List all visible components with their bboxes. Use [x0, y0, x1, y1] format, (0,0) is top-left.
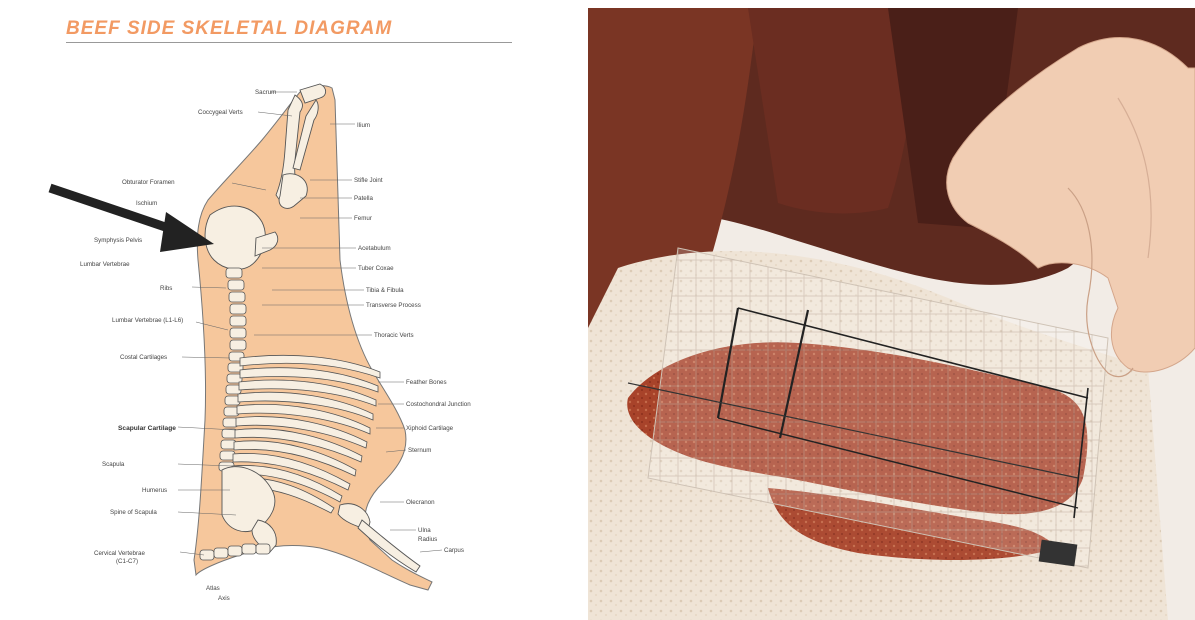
label-costochondral: Costochondral Junction	[406, 401, 471, 408]
label-ilium: Ilium	[357, 122, 370, 129]
skeleton-diagram: Sacrum Coccygeal Verts Ilium Obturator F…	[0, 0, 580, 620]
label-sternum: Sternum	[408, 447, 431, 454]
label-lumbar-spinous: Lumbar Vertebrae	[80, 261, 130, 268]
label-symphysis: Symphysis Pelvis	[94, 237, 142, 244]
label-ischium: Ischium	[136, 200, 157, 207]
label-c1: (C1-C7)	[116, 558, 138, 565]
label-scapula: Scapula	[102, 461, 125, 468]
label-axis: Axis	[218, 595, 230, 602]
label-patella: Patella	[354, 195, 373, 202]
label-radius: Radius	[418, 536, 437, 543]
label-carpus: Carpus	[444, 547, 464, 554]
label-ulna: Ulna	[418, 527, 431, 534]
label-olecranon: Olecranon	[406, 499, 435, 506]
label-stifle: Stifle Joint	[354, 177, 383, 184]
label-obturator: Obturator Foramen	[122, 179, 175, 186]
label-spine-scapula: Spine of Scapula	[110, 509, 157, 516]
label-scapular-cartilage: Scapular Cartilage	[118, 425, 176, 432]
ribeye-photo-art	[588, 8, 1195, 620]
label-tibia: Tibia & Fibula	[366, 287, 404, 294]
ribeye-photo	[588, 8, 1195, 620]
label-ribs: Ribs	[160, 285, 172, 292]
label-atlas: Atlas	[206, 585, 220, 592]
label-coccygeal: Coccygeal Verts	[198, 109, 243, 116]
label-acetabulum: Acetabulum	[358, 245, 391, 252]
label-tuber-coxae: Tuber Coxae	[358, 265, 394, 272]
label-feather-bones: Feather Bones	[406, 379, 447, 386]
label-sacrum: Sacrum	[255, 89, 276, 96]
label-femur: Femur	[354, 215, 372, 222]
label-thoracic: Thoracic Verts	[374, 332, 414, 339]
label-costal-cartilages: Costal Cartilages	[120, 354, 167, 361]
label-lumbar-vertebrae: Lumbar Vertebrae (L1-L6)	[112, 317, 183, 324]
label-transverse: Transverse Process	[366, 302, 421, 309]
label-xiphoid: Xiphoid Cartilage	[406, 425, 454, 432]
label-humerus: Humerus	[142, 487, 167, 494]
diagram-panel: BEEF SIDE SKELETAL DIAGRAM	[0, 0, 580, 620]
label-cervical: Cervical Vertebrae	[94, 550, 145, 557]
